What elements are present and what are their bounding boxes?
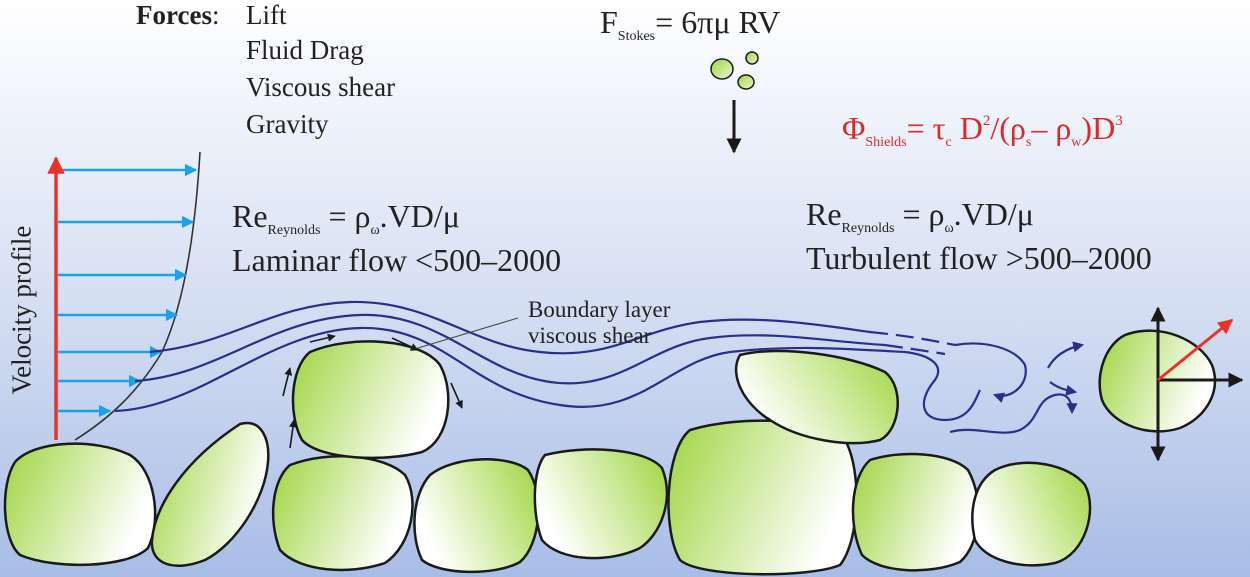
forces-title-line: Forces: [136, 2, 219, 29]
force-item: Lift [246, 0, 287, 30]
grain [150, 421, 270, 567]
shear-arrow [289, 419, 297, 449]
grain [271, 455, 414, 572]
turbulent-eddy [1047, 341, 1085, 369]
shear-arrow [309, 333, 336, 343]
grain [291, 340, 450, 460]
settling-particles [710, 51, 759, 90]
shields-subscript: Shields [865, 135, 907, 150]
reynolds-equation-left: ReReynolds = ρω.VD/μ [232, 200, 460, 238]
turbulent-eddy [904, 350, 981, 422]
turbulent-flow-label: Turbulent flow >500–2000 [806, 240, 1152, 276]
reynolds-eq: = ρ [894, 196, 945, 232]
reynolds-symbol: Re [806, 196, 842, 232]
boundary-layer-label: Boundary layer viscous shear [528, 297, 670, 350]
streamlines [114, 300, 1085, 434]
streamline-dashed [884, 343, 946, 356]
reynolds-rest: .VD/μ [953, 196, 1034, 232]
shields-rho-w-sub: w [1071, 135, 1082, 150]
shields-mid: /(ρ [990, 110, 1026, 146]
shields-d1: D [951, 110, 983, 146]
reynolds-eq: = ρ [320, 198, 371, 234]
stokes-subscript: Stokes [617, 29, 656, 44]
shields-eq: = τ [906, 110, 946, 146]
stokes-symbol: F [600, 4, 618, 40]
grain [851, 452, 980, 572]
boundary-layer-leader [417, 317, 519, 349]
forces-separator: : [211, 0, 220, 30]
laminar-flow-label: Laminar flow <500–2000 [232, 242, 562, 278]
reynolds-rho-sub: ω [944, 221, 954, 236]
forces-title: Forces [136, 0, 212, 30]
reynolds-symbol: Re [232, 198, 268, 234]
force-item: Fluid Drag [246, 35, 364, 65]
grain [3, 442, 157, 567]
turbulent-eddy [1049, 381, 1078, 396]
velocity-profile [47, 151, 201, 441]
turbulent-eddy [954, 342, 1027, 403]
force-item: Gravity [246, 109, 329, 139]
shields-exp1: 2 [982, 113, 991, 129]
shear-arrow [450, 382, 463, 409]
shields-symbol: Φ [842, 110, 866, 146]
stokes-rhs: = 6πμ RV [655, 4, 781, 40]
reynolds-equation-right: ReReynolds = ρω.VD/μ [806, 198, 1034, 236]
shear-arrow [391, 337, 419, 351]
particle [745, 51, 759, 65]
force-item: Viscous shear [246, 72, 396, 102]
shields-close: )D [1081, 110, 1116, 146]
particle [710, 58, 734, 80]
viscous-shear-line: viscous shear [528, 323, 652, 349]
streamline [114, 326, 906, 413]
shields-rho-s-sub: s [1025, 135, 1032, 150]
grain [667, 419, 858, 576]
velocity-profile-label: Velocity profile [6, 225, 37, 395]
reynolds-rest: .VD/μ [379, 198, 460, 234]
reynolds-subscript: Reynolds [267, 223, 321, 238]
boundary-layer-line: Boundary layer [528, 297, 671, 322]
turbulent-eddy [949, 393, 1078, 434]
grain [533, 448, 669, 560]
reynolds-rho-sub: ω [370, 223, 380, 238]
reynolds-subscript: Reynolds [841, 221, 895, 236]
stokes-equation: FStokes= 6πμ RV [600, 6, 780, 44]
particle [737, 74, 755, 90]
force-diagram [1098, 306, 1244, 462]
resultant-force-arrow [1157, 318, 1234, 382]
grain [971, 461, 1092, 567]
streamline [149, 300, 871, 355]
shields-exp2: 3 [1115, 113, 1123, 129]
grain [413, 458, 540, 574]
streamline-dashed [869, 330, 956, 347]
grain [734, 349, 899, 445]
streamline [134, 313, 886, 385]
shear-arrows [282, 333, 463, 449]
shields-tau-sub: c [945, 135, 952, 150]
shear-arrow [282, 367, 293, 397]
shields-equation: ΦShields= τc D2/(ρs– ρw)D3 [842, 112, 1123, 150]
sediment-bed [3, 340, 1092, 576]
shields-minus: – ρ [1031, 110, 1072, 146]
